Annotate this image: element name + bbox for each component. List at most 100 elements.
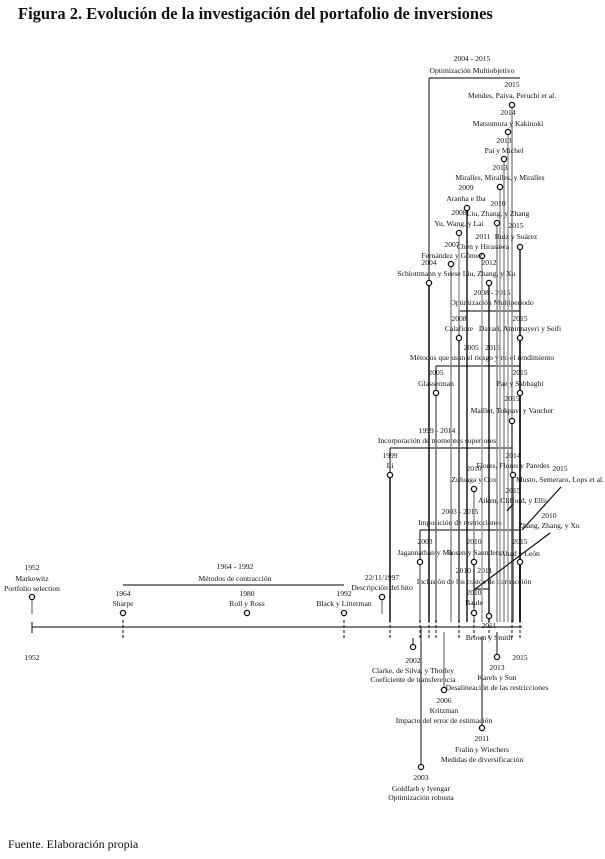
event-marker <box>409 643 417 651</box>
event-author: Goldfarb y Iyengar <box>392 784 451 793</box>
event-topic: Portfolio selection <box>4 584 60 593</box>
event-marker <box>485 612 493 620</box>
event-author: Schlottmann y Seese <box>397 269 461 278</box>
event-author: Flores, Flores y Paredes <box>477 461 550 470</box>
event-marker <box>432 389 440 397</box>
event-topic: Medidas de diversificación <box>441 755 523 764</box>
event-marker <box>470 609 478 617</box>
event-marker <box>504 128 512 136</box>
event-year: 2004 <box>421 258 436 267</box>
event-marker <box>417 763 425 771</box>
event-author: Jagannathan y Ma <box>397 548 453 557</box>
event-author: Pae y Sabbaghi <box>497 379 544 388</box>
pointer-line <box>473 532 551 591</box>
event-year: 2015 <box>512 368 527 377</box>
event-marker <box>516 243 524 251</box>
event-author: Liu, Zhang, y Xu <box>463 269 516 278</box>
event-year: 2011 <box>475 734 490 743</box>
event-marker <box>478 252 486 260</box>
event-marker <box>455 229 463 237</box>
event-marker <box>455 334 463 342</box>
event-year: 2010 <box>541 511 556 520</box>
event-year: 2010 <box>466 588 481 597</box>
event-year: 2014 <box>500 108 515 117</box>
event-topic: Desalineación de las restricciones <box>446 683 549 692</box>
event-author: Ruiz y Suárez <box>495 232 538 241</box>
event-year: 2007 <box>444 240 459 249</box>
event-year: 2010 <box>466 464 481 473</box>
event-author: Roll y Ross <box>229 599 264 608</box>
event-marker <box>493 653 501 661</box>
group-range: 2003 - 2015 <box>442 507 479 516</box>
event-author: Kritzman <box>430 706 459 715</box>
event-author: Abad y León <box>500 549 540 558</box>
group-range: 1999 - 2014 <box>419 426 456 435</box>
event-marker <box>508 417 516 425</box>
event-topic: Impacto del error de estimación <box>396 716 493 725</box>
event-author: Fralin y Wiechers <box>455 745 509 754</box>
event-author: Clarke, de Silva, y Thorley <box>372 666 454 675</box>
event-topic: Optimización robusta <box>388 793 454 802</box>
event-marker <box>378 593 386 601</box>
event-marker <box>516 389 524 397</box>
event-author: Liu, Zhang, y Zhang <box>467 209 530 218</box>
event-year: 1964 <box>115 589 130 598</box>
event-year: 2013 <box>489 663 504 672</box>
group-label: Imposición de restricciones <box>418 518 502 527</box>
group-label: Métodos de contracción <box>199 574 272 583</box>
event-year: 1992 <box>336 589 351 598</box>
event-author: Maillet, Tokpavi y Vaucher <box>471 406 554 415</box>
pointer-line <box>521 486 562 531</box>
group-range: 1964 - 1992 <box>217 562 254 571</box>
group-range: 2004 - 2015 <box>454 54 491 63</box>
event-year: 2003 <box>413 773 428 782</box>
event-marker <box>509 471 517 479</box>
event-author: Fernández y Gómez <box>421 251 483 260</box>
event-author: Descripción del hito <box>351 583 413 592</box>
event-author: Rosen y Saunders <box>447 548 501 557</box>
event-author: Zuluaga y Cox <box>451 475 496 484</box>
event-author: Musto, Semeraro, Lops et al. <box>516 475 604 484</box>
event-year: 2010 <box>466 537 481 546</box>
event-year: 2003 <box>417 537 432 546</box>
event-marker <box>119 609 127 617</box>
group-label: Optimización Multiobjetivo <box>430 66 515 75</box>
event-author: Yu, Wang, y Lai <box>434 219 483 228</box>
event-author: Calafiore <box>445 324 474 333</box>
event-marker <box>243 609 251 617</box>
event-author: Li <box>387 461 394 470</box>
event-year: 1952 <box>24 563 39 572</box>
event-author: Miralles, Miralles, y Miralles <box>455 173 544 182</box>
event-author: Sharpe <box>112 599 134 608</box>
group-label: Optimización Multiperiodo <box>450 298 534 307</box>
event-year: 2015 <box>508 221 523 230</box>
event-author: Chen y Hirasawa <box>457 242 510 251</box>
event-marker <box>508 101 516 109</box>
event-marker <box>496 183 504 191</box>
event-topic: Coeficiente de transferencia <box>370 675 456 684</box>
event-marker <box>485 279 493 287</box>
event-author: Glasserman <box>418 379 454 388</box>
event-year: 2013 <box>492 163 507 172</box>
event-year: 2015 <box>504 80 519 89</box>
event-year: 2015 <box>512 314 527 323</box>
event-year: 2012 <box>481 258 496 267</box>
event-author: Aranha e Iba <box>446 194 486 203</box>
event-year: 2005 <box>428 368 443 377</box>
event-year: 2015 <box>552 464 567 473</box>
event-year: 2008 <box>451 208 466 217</box>
event-marker <box>340 609 348 617</box>
event-marker <box>470 558 478 566</box>
event-marker <box>493 219 501 227</box>
event-author: Baule <box>465 598 483 607</box>
event-marker <box>463 204 471 212</box>
event-year: 2010 <box>490 199 505 208</box>
event-author: Markowitz <box>15 574 49 583</box>
event-year: 2008 <box>451 314 466 323</box>
event-marker <box>500 155 508 163</box>
event-marker <box>478 724 486 732</box>
event-author: Black y Litterman <box>316 599 371 608</box>
event-year: 2015 <box>504 394 519 403</box>
event-year: 2002 <box>405 656 420 665</box>
